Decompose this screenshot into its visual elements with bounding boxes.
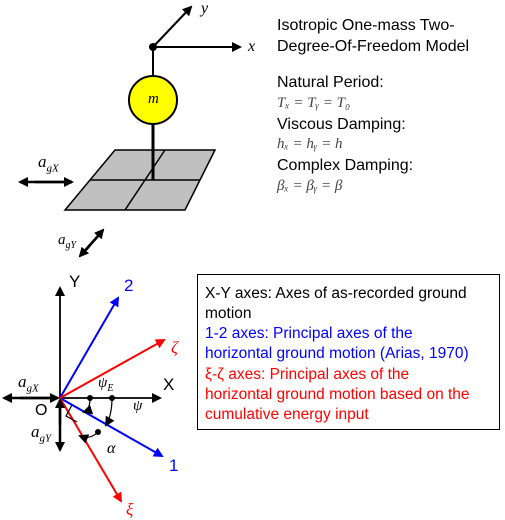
- X-axis-label: X: [163, 375, 175, 394]
- origin-label: O: [35, 402, 48, 419]
- x-axis-label: x: [248, 38, 256, 55]
- legend-xz-line3: cumulative energy input: [205, 406, 369, 423]
- angle-psi-label: ψ: [133, 398, 143, 414]
- complex-damping-label: Complex Damping:: [277, 157, 414, 174]
- angle-psiE-label: ψE: [98, 375, 114, 394]
- right-angle-marker: [65, 404, 78, 423]
- zeta-axis-line: [59, 339, 166, 399]
- axis-1-label: 1: [169, 456, 179, 475]
- angle-psi-dot: [109, 395, 115, 401]
- xi-axis-label: ξ: [126, 500, 134, 519]
- agY-arrow: [78, 235, 99, 258]
- zeta-axis-label: ζ: [171, 338, 178, 357]
- y-axis-label: y: [201, 0, 209, 17]
- axis-2-label: 2: [124, 276, 134, 295]
- angle-alpha-label: α: [107, 440, 116, 457]
- y-axis-arrow: [152, 5, 193, 48]
- legend-xz-line2: horizontal ground motion based on the: [205, 386, 470, 403]
- viscous-damping-label: Viscous Damping:: [277, 116, 406, 133]
- agX-bottom-label: agX: [18, 372, 39, 395]
- axes-figure: [2, 286, 166, 503]
- natural-period-equation: Tₓ = Tᵧ = T₀: [277, 95, 351, 111]
- legend-12-line2: horizontal ground motion (Arias, 1970): [205, 345, 469, 362]
- angle-alpha-dot: [95, 429, 101, 435]
- angle-psiE-dot: [87, 395, 93, 401]
- legend-xy-line1: X-Y axes: Axes of as-recorded ground: [205, 285, 467, 302]
- mass-circle: [128, 75, 178, 125]
- legend-12-line1: 1-2 axes: Principal axes of the: [205, 325, 413, 342]
- xi-axis-line: [59, 397, 123, 503]
- angle-psi-arc: [104, 397, 115, 427]
- model-title: Isotropic One-mass Two- Degree-Of-Freedo…: [277, 17, 470, 55]
- viscous-damping-equation: hₓ = hᵧ = h: [277, 136, 343, 152]
- axis-1-line: [59, 397, 164, 457]
- legend-box: X-Y axes: Axes of as-recorded ground mot…: [197, 274, 500, 430]
- legend-xz-line1: ξ-ζ axes: Principal axes of the: [205, 366, 410, 383]
- axis-2-line: [59, 296, 120, 399]
- legend-xy-line2: motion: [205, 305, 252, 322]
- agY-bottom-label: agY: [31, 422, 52, 445]
- natural-period-label: Natural Period:: [277, 74, 384, 91]
- agY-label: agY: [58, 232, 77, 251]
- agX-label: agX: [38, 152, 59, 175]
- mass-label: m: [148, 91, 159, 107]
- complex-damping-equation: βₓ = βᵧ = β: [277, 178, 343, 194]
- Y-axis-label: Y: [69, 272, 81, 291]
- model-figure: [18, 5, 242, 258]
